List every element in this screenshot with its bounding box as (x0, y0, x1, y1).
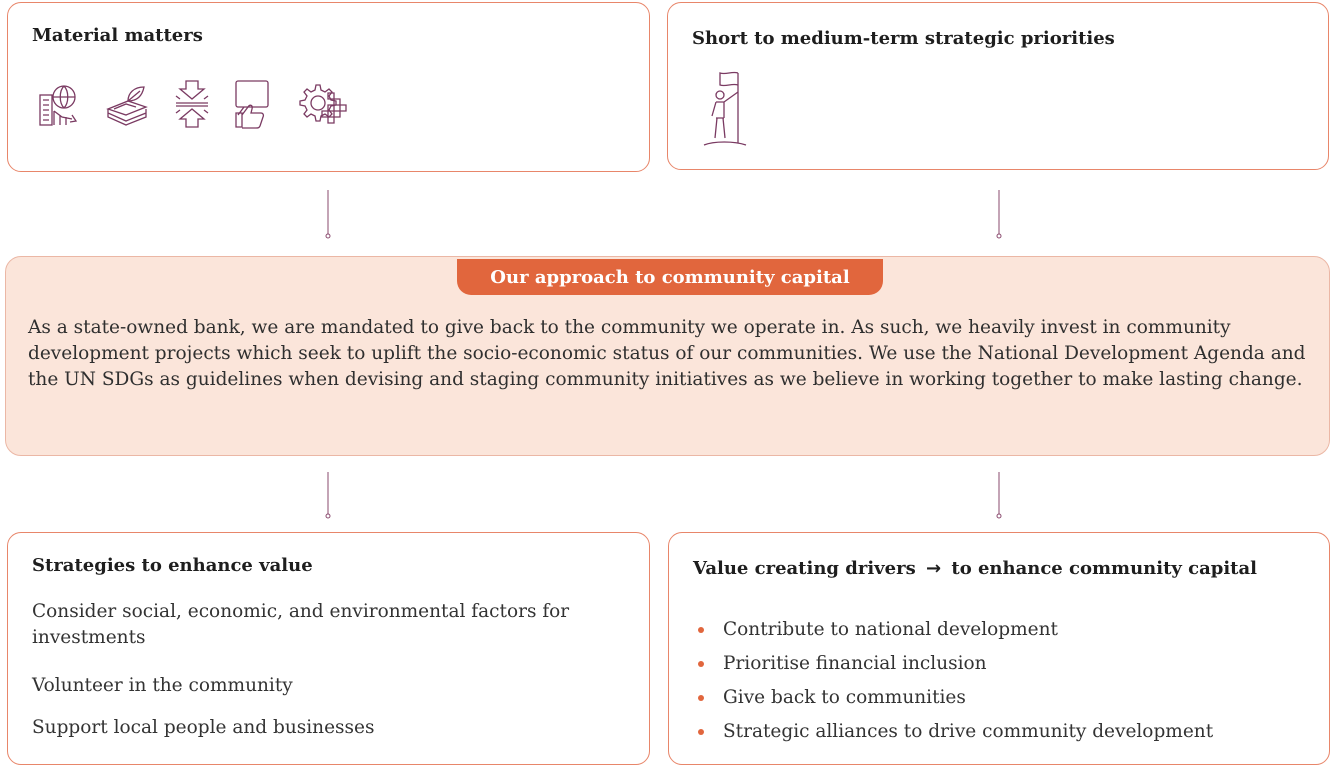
driver-label: Contribute to national development (723, 619, 1058, 640)
bullet-icon (698, 695, 704, 701)
strategies-card: Strategies to enhance value Consider soc… (7, 532, 650, 765)
driver-label: Give back to communities (723, 687, 966, 708)
bullet-icon (698, 627, 704, 633)
strategy-item: Support local people and businesses (32, 717, 375, 738)
list-item: Prioritise financial inclusion (693, 647, 1313, 681)
value-drivers-title: Value creating drivers → to enhance comm… (693, 558, 1257, 579)
bullet-icon (698, 661, 704, 667)
approach-body: As a state-owned bank, we are mandated t… (28, 317, 1306, 390)
thumbs-up-card-icon (235, 80, 269, 129)
connector-right-bottom (996, 472, 1002, 519)
strategy-item: Consider social, economic, and environme… (32, 601, 570, 648)
compress-arrows-icon (175, 80, 209, 128)
value-drivers-card: Value creating drivers → to enhance comm… (668, 532, 1330, 765)
list-item: Strategic alliances to drive community d… (693, 715, 1313, 749)
connector-right-top (996, 190, 1002, 239)
strategy-item: Volunteer in the community (32, 675, 293, 696)
list-item: Contribute to national development (693, 613, 1313, 647)
material-matters-title: Material matters (32, 25, 203, 46)
driver-label: Prioritise financial inclusion (723, 653, 987, 674)
approach-panel: Our approach to community capital As a s… (5, 256, 1330, 456)
value-drivers-title-part2: to enhance community capital (951, 558, 1257, 579)
connector-left-bottom (325, 472, 331, 519)
strategies-title: Strategies to enhance value (32, 555, 313, 576)
gear-grid-icon (299, 84, 347, 124)
driver-label: Strategic alliances to drive community d… (723, 721, 1214, 742)
strategic-priorities-card: Short to medium-term strategic prioritie… (667, 2, 1329, 170)
approach-title: Our approach to community capital (457, 259, 883, 295)
bullet-icon (698, 729, 704, 735)
value-drivers-list: Contribute to national development Prior… (693, 613, 1313, 749)
value-drivers-title-part1: Value creating drivers (693, 558, 916, 579)
money-stack-leaf-icon (106, 86, 148, 126)
person-with-flag-icon (703, 71, 747, 146)
globe-building-chart-icon (39, 85, 78, 126)
arrow-right-icon: → (926, 558, 942, 579)
connector-left-top (325, 190, 331, 239)
material-matters-card: Material matters (7, 2, 650, 172)
strategic-priorities-title: Short to medium-term strategic prioritie… (692, 28, 1115, 49)
list-item: Give back to communities (693, 681, 1313, 715)
